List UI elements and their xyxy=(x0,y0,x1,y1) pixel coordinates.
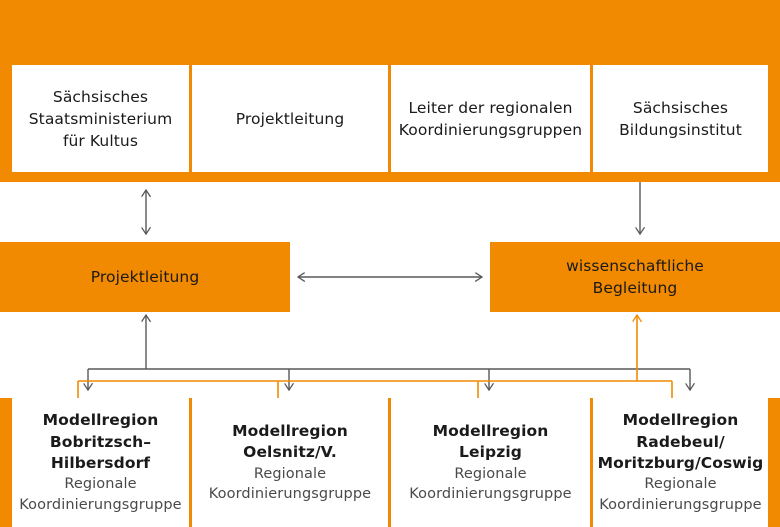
mid-box-wissenschaftliche-begleitung: wissenschaftliche Begleitung xyxy=(490,242,780,312)
bottom-box-radebeul-moritzburg-coswig: Modellregion Radebeul/ Moritzburg/Coswig… xyxy=(593,398,768,527)
bottom-box-2-title-line-1: Modellregion xyxy=(232,421,348,440)
mid-box-projektleitung: Projektleitung xyxy=(0,242,290,312)
bottom-box-bobritzsch-hilbersdorf: Modellregion Bobritzsch–Hilbersdorf Regi… xyxy=(12,398,189,527)
bottom-box-3-title-line-2: Leipzig xyxy=(459,443,522,462)
bottom-box-3-sub-line-1: Regionale xyxy=(454,465,527,482)
bottom-box-1-title-line-1: Modellregion xyxy=(42,411,159,430)
bottom-box-1-sub-line-2: Koordinierungsgruppe xyxy=(19,496,182,513)
bottom-box-2-sub-line-1: Regionale xyxy=(253,465,327,482)
bottom-box-4-sub-line-1: Regionale xyxy=(644,476,717,493)
bottom-box-3-title-line-1: Modellregion xyxy=(432,421,549,440)
bottom-box-4-title-line-1: Modellregion Radebeul/ xyxy=(622,411,739,451)
bottom-box-1-title-line-2: Bobritzsch–Hilbersdorf xyxy=(49,432,152,472)
mid-box-projektleitung-line-1: Projektleitung xyxy=(90,267,200,286)
bottom-box-3-sub-line-2: Koordinierungsgruppe xyxy=(409,485,572,502)
top-box-bildungsinstitut: Sächsisches Bildungsinstitut xyxy=(593,65,768,172)
top-box-bildungsinstitut-line-1: Sächsisches xyxy=(632,98,729,117)
top-box-leiter-regionalen-line-1: Leiter der regionalen xyxy=(408,98,573,117)
top-box-projektleitung: Projektleitung xyxy=(192,65,388,172)
top-box-bildungsinstitut-line-2: Bildungsinstitut xyxy=(619,120,742,139)
mid-box-begleitung-line-1: wissenschaftliche xyxy=(566,256,704,275)
bottom-box-4-sub-line-2: Koordinierungsgruppe xyxy=(599,496,762,513)
bottom-box-leipzig: Modellregion Leipzig Regionale Koordinie… xyxy=(391,398,590,527)
bottom-box-2-title-line-2: Oelsnitz/V. xyxy=(243,443,337,462)
bottom-box-2-sub-line-2: Koordinierungsgruppe xyxy=(208,485,372,502)
top-box-projektleitung-line-1: Projektleitung xyxy=(235,109,345,128)
bottom-box-4-title-line-2: Moritzburg/Coswig xyxy=(597,453,764,472)
bottom-box-oelsnitz: Modellregion Oelsnitz/V. Regionale Koord… xyxy=(192,398,388,527)
top-box-staatsministerium: Sächsisches Staatsministerium für Kultus xyxy=(12,65,189,172)
mid-box-begleitung-line-2: Begleitung xyxy=(592,279,678,297)
middle-upper-white-band xyxy=(0,182,780,242)
middle-lower-white-band xyxy=(0,312,780,398)
bottom-box-1-sub-line-1: Regionale xyxy=(64,476,137,493)
top-box-staatsministerium-line-1: Sächsisches xyxy=(52,87,149,106)
top-box-leiter-regionalen-line-2: Koordinierungsgruppen xyxy=(398,120,583,139)
top-box-leiter-regionalen: Leiter der regionalen Koordinierungsgrup… xyxy=(391,65,590,172)
top-box-staatsministerium-line-3: für Kultus xyxy=(62,131,139,150)
middle-center-white-gap xyxy=(290,242,490,312)
top-box-staatsministerium-line-2: Staatsministerium xyxy=(28,109,173,128)
